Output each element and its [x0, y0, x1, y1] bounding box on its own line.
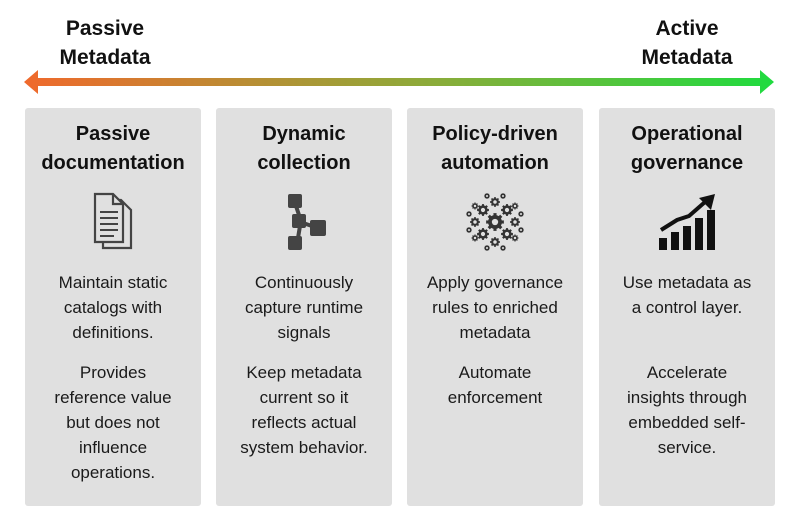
gear-hole — [485, 246, 489, 250]
gear-hole — [473, 236, 477, 240]
card-description: Apply governance rules to enriched metad… — [426, 273, 564, 342]
card-description: Continuously capture runtime signals — [244, 273, 364, 342]
gear-hole — [513, 204, 517, 208]
card-passive-documentation: Passive documentation Maintain static ca… — [25, 108, 201, 506]
card-description: Maintain static catalogs with definition… — [58, 273, 168, 342]
card-title: Policy-driven automation — [432, 123, 558, 174]
gear-hole — [513, 236, 517, 240]
gear-hole — [467, 212, 471, 216]
gear-hole — [493, 240, 497, 244]
gear-hole — [501, 194, 505, 198]
gear-hole — [493, 200, 497, 204]
workflow-nodes-icon — [288, 194, 326, 250]
active-metadata-label: Active Metadata — [641, 17, 733, 69]
card-description: Use metadata as a control layer. — [622, 273, 752, 317]
documents-icon — [93, 192, 133, 250]
gear-hole — [513, 220, 517, 224]
gear-hole — [504, 207, 510, 213]
gear-hole — [473, 204, 477, 208]
card-detail: Keep metadata current so it reflects act… — [240, 363, 368, 457]
gear-hole — [480, 207, 486, 213]
gear-hole — [480, 231, 486, 237]
card-dynamic-collection: Dynamic collection Continuously capture … — [216, 108, 392, 506]
card-detail: Accelerate insights through embedded sel… — [626, 363, 748, 457]
gear-hole — [491, 218, 499, 226]
spectrum-arrow — [24, 70, 774, 94]
card-operational-governance: Operational governance Use metadata as a… — [599, 108, 775, 506]
gear-hole — [504, 231, 510, 237]
card-detail: Provides reference value but does not in… — [54, 363, 172, 482]
gear-hole — [501, 246, 505, 250]
gear-hole — [467, 228, 471, 232]
gear-hole — [519, 212, 523, 216]
gear-hole — [519, 228, 523, 232]
card-policy-driven-automation: Policy-driven automation Apply governanc… — [407, 108, 583, 506]
gear-hole — [473, 220, 477, 224]
gear-hole — [485, 194, 489, 198]
passive-metadata-label: Passive Metadata — [59, 17, 151, 69]
card-detail: Automate enforcement — [447, 363, 543, 407]
card-title: Passive documentation — [41, 123, 185, 174]
card-title: Dynamic collection — [257, 123, 351, 174]
gears-cluster-icon — [466, 193, 524, 251]
growth-chart-icon — [659, 194, 715, 250]
card-title: Operational governance — [630, 123, 744, 174]
